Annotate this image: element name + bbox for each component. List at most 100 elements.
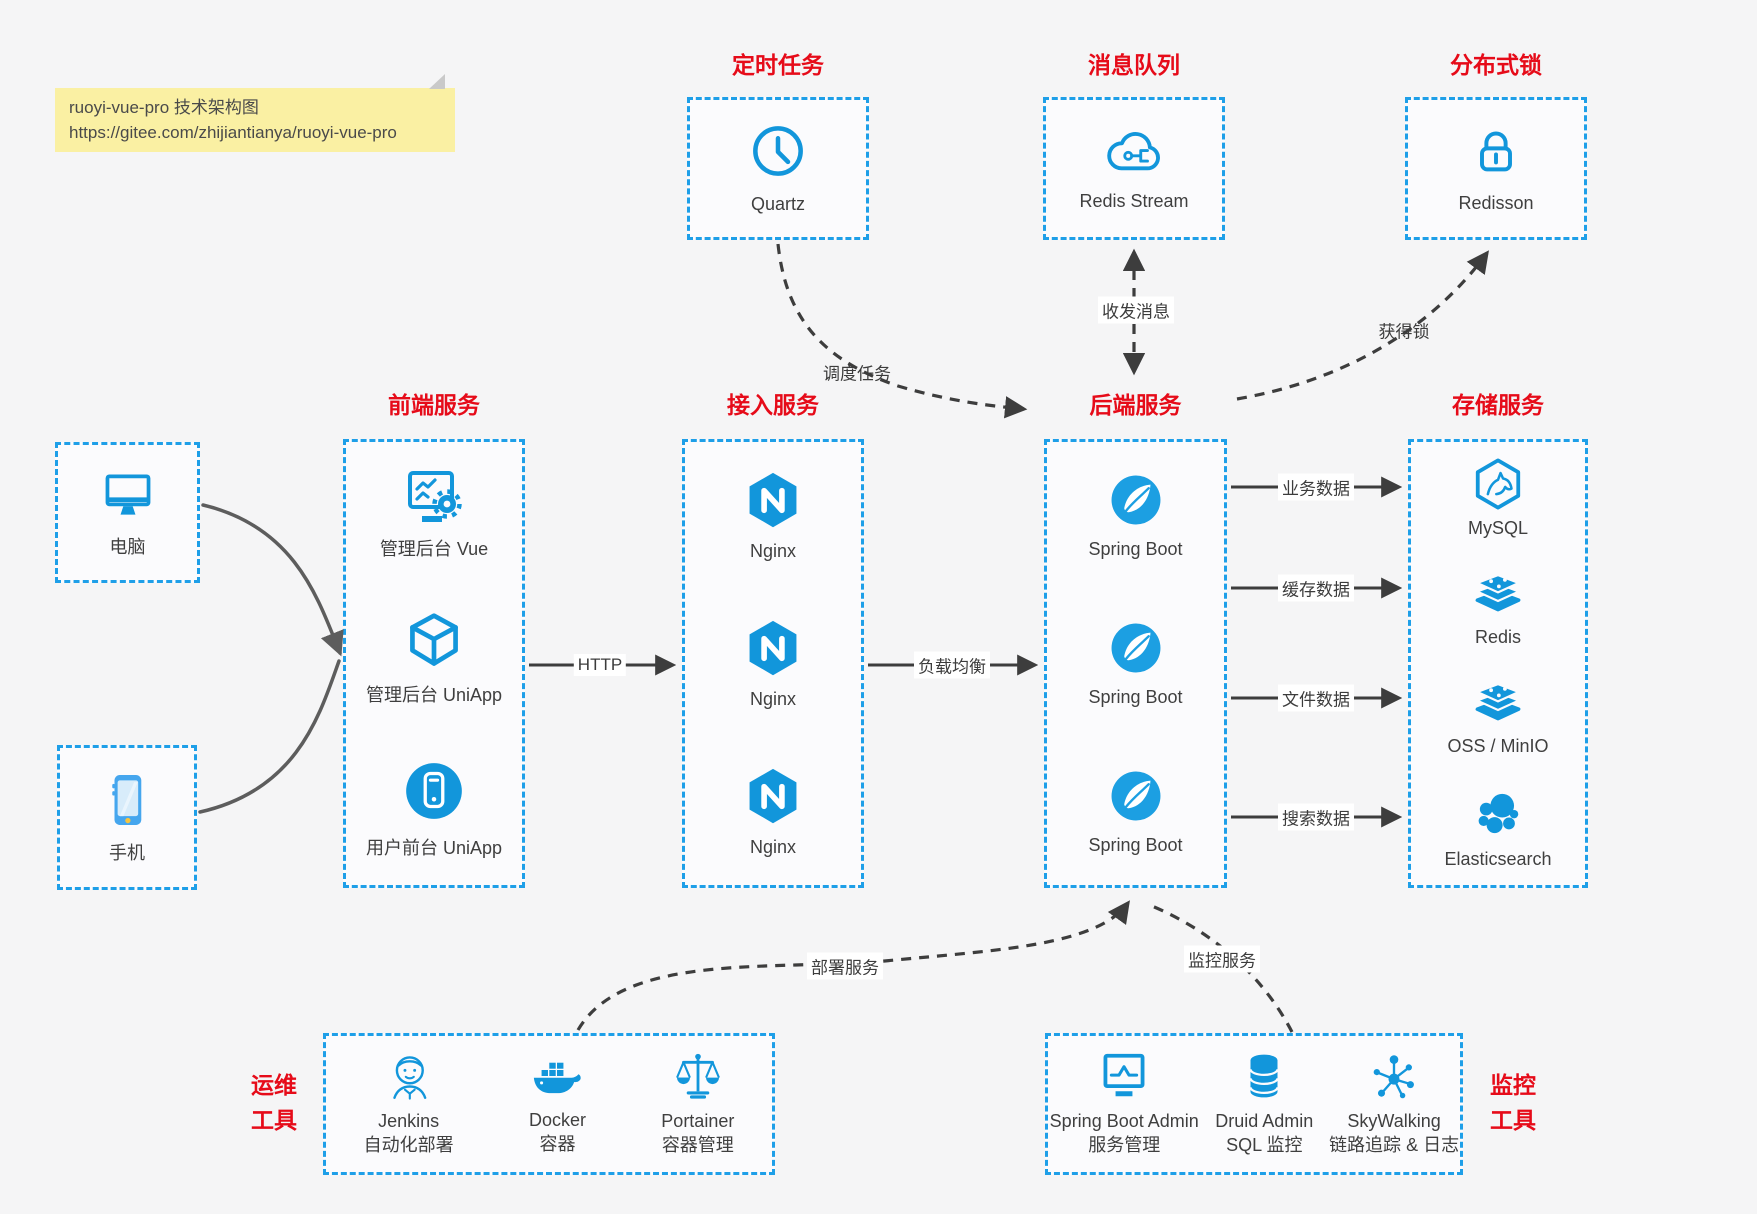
- node-redis: Redis: [1470, 570, 1526, 648]
- gateway-services-box: Nginx Nginx Nginx: [682, 439, 864, 888]
- tool-name-spring-boot-admin: Spring Boot Admin: [1049, 1110, 1199, 1131]
- node-label-nginx-1: Nginx: [749, 541, 797, 562]
- docker-icon: [534, 1062, 582, 1093]
- redis-icon: [1475, 574, 1521, 612]
- monitoring-tools-box: Spring Boot Admin 服务管理 Druid Admin SQL 监…: [1045, 1033, 1463, 1175]
- edge-label-file-data: 文件数据: [1278, 684, 1354, 712]
- message-queue-box: Redis Stream: [1043, 97, 1225, 240]
- node-spring-boot-admin: Spring Boot Admin 服务管理: [1048, 1051, 1200, 1158]
- ops-tools-title-line2: 工具: [251, 1106, 297, 1133]
- edge-label-search-data: 搜索数据: [1278, 803, 1354, 831]
- tool-name-docker: Docker: [528, 1109, 586, 1130]
- node-label-spring-boot-1: Spring Boot: [1088, 539, 1183, 560]
- druid-icon: [1249, 1054, 1279, 1098]
- tool-name-jenkins: Jenkins: [378, 1110, 440, 1131]
- node-label-spring-boot-2: Spring Boot: [1088, 686, 1183, 707]
- note-title: ruoyi-vue-pro 技术架构图: [69, 98, 259, 117]
- nginx-icon: [749, 768, 797, 823]
- node-label-nginx-3: Nginx: [749, 836, 797, 857]
- clock-icon: [753, 126, 803, 176]
- node-label-oss-minio: OSS / MinIO: [1447, 735, 1549, 756]
- message-queue-title: 消息队列: [1088, 52, 1180, 78]
- node-admin-uniapp: 管理后台 UniApp: [366, 611, 502, 707]
- spring-boot-icon: [1111, 475, 1160, 525]
- node-label-mysql: MySQL: [1467, 518, 1528, 539]
- node-label-quartz: Quartz: [750, 194, 806, 214]
- tool-desc-docker: 容器: [539, 1134, 576, 1154]
- spring-boot-icon: [1111, 771, 1160, 821]
- edge-label-business-data: 业务数据: [1278, 473, 1354, 501]
- tool-desc-druid-admin: SQL 监控: [1226, 1135, 1303, 1155]
- node-nginx-1: Nginx: [743, 469, 803, 562]
- client-computer-box: 电脑: [55, 442, 200, 583]
- node-skywalking: SkyWalking 链路追踪 & 日志: [1328, 1051, 1460, 1158]
- spring-boot-icon: [1111, 623, 1160, 673]
- tool-desc-spring-boot-admin: 服务管理: [1088, 1135, 1161, 1155]
- lock-icon: [1480, 131, 1512, 172]
- edge-computer-to-frontend: [201, 503, 344, 657]
- mysql-icon: [1475, 458, 1521, 510]
- ops-tools-title-line1: 运维: [251, 1072, 297, 1098]
- backend-services-box: Spring Boot Spring Boot Spring Boot: [1044, 439, 1227, 888]
- phone-icon: [112, 774, 142, 825]
- node-user-uniapp: 用户前台 UniApp: [366, 758, 502, 860]
- node-jenkins: Jenkins 自动化部署: [364, 1051, 454, 1158]
- node-oss-minio: OSS / MinIO: [1447, 679, 1549, 757]
- node-spring-boot-2: Spring Boot: [1088, 619, 1183, 708]
- elasticsearch-icon: [1478, 793, 1519, 833]
- edge-schedule-task: [776, 243, 1028, 419]
- node-label-user-uniapp: 用户前台 UniApp: [365, 837, 503, 858]
- node-mysql: MySQL: [1468, 457, 1528, 539]
- node-admin-vue: 管理后台 Vue: [380, 467, 488, 561]
- monitoring-tools-title-line1: 监控: [1490, 1072, 1536, 1098]
- ops-tools-title: 运维 工具: [238, 1068, 310, 1137]
- node-label-redisson: Redisson: [1458, 193, 1534, 213]
- storage-services-box: MySQL Redis OSS / MinIO: [1408, 439, 1588, 888]
- edge-label-http: HTTP: [573, 654, 627, 676]
- backend-services-title: 后端服务: [1089, 392, 1182, 418]
- portainer-icon: [675, 1053, 720, 1099]
- node-label-admin-vue: 管理后台 Vue: [379, 539, 489, 560]
- admin-vue-icon: [408, 471, 462, 523]
- node-label-redis-stream: Redis Stream: [1079, 191, 1189, 211]
- node-portainer: Portainer 容器管理: [661, 1051, 734, 1158]
- edge-label-schedule: 调度任务: [823, 364, 891, 384]
- node-label-computer: 电脑: [109, 536, 146, 557]
- node-label-spring-boot-3: Spring Boot: [1088, 834, 1183, 855]
- cloud-stream-icon: [1107, 132, 1160, 171]
- nginx-icon: [749, 473, 797, 528]
- tool-desc-jenkins: 自动化部署: [363, 1135, 454, 1155]
- node-spring-boot-1: Spring Boot: [1088, 471, 1183, 560]
- nginx-icon: [749, 620, 797, 676]
- spring-boot-admin-icon: [1103, 1053, 1145, 1096]
- gateway-services-title: 接入服务: [727, 392, 819, 418]
- edge-label-cache-data: 缓存数据: [1278, 574, 1354, 602]
- note-url: https://gitee.com/zhijiantianya/ruoyi-vu…: [69, 122, 397, 142]
- uniapp-cube-icon: [410, 613, 458, 667]
- edge-label-lock: 获得锁: [1378, 322, 1430, 342]
- tool-desc-skywalking: 链路追踪 & 日志: [1329, 1135, 1460, 1155]
- tool-name-druid-admin: Druid Admin: [1215, 1110, 1314, 1131]
- uniapp-user-icon: [406, 762, 462, 819]
- node-docker: Docker 容器: [529, 1052, 586, 1157]
- skywalking-icon: [1373, 1055, 1414, 1098]
- oss-icon: [1475, 682, 1521, 721]
- distributed-lock-title: 分布式锁: [1450, 52, 1542, 78]
- node-elasticsearch: Elasticsearch: [1444, 788, 1552, 870]
- edge-label-deploy: 部署服务: [807, 952, 883, 980]
- tool-name-portainer: Portainer: [661, 1110, 735, 1131]
- tool-name-skywalking: SkyWalking: [1347, 1110, 1441, 1131]
- computer-icon: [105, 473, 150, 515]
- node-label-phone: 手机: [109, 842, 145, 863]
- jenkins-icon: [392, 1055, 426, 1100]
- node-label-elasticsearch: Elasticsearch: [1444, 848, 1552, 869]
- node-druid-admin: Druid Admin SQL 监控: [1200, 1051, 1328, 1158]
- distributed-lock-box: Redisson: [1405, 97, 1587, 240]
- node-label-redis: Redis: [1474, 627, 1522, 648]
- node-nginx-2: Nginx: [743, 617, 803, 710]
- edge-label-messaging: 收发消息: [1098, 296, 1174, 324]
- node-label-admin-uniapp: 管理后台 UniApp: [365, 685, 503, 706]
- scheduled-tasks-box: Quartz: [687, 97, 869, 240]
- monitoring-tools-title: 监控 工具: [1477, 1068, 1549, 1137]
